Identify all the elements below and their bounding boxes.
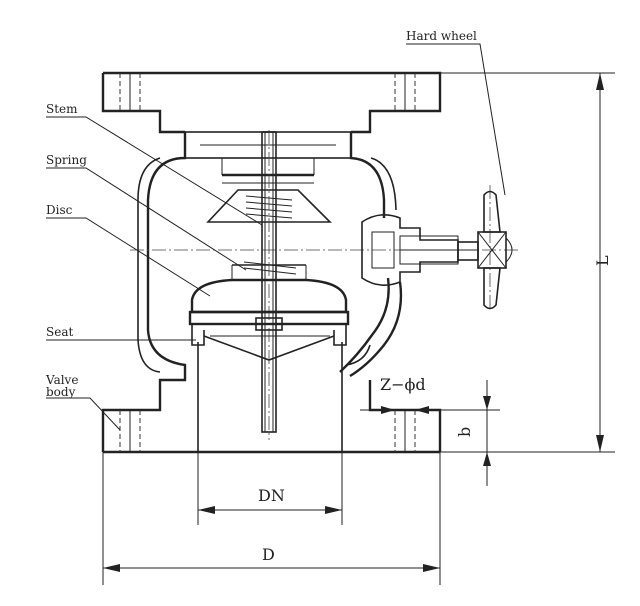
dim-label-flange-diameter: D xyxy=(262,545,275,564)
label-valve-body-1: Valve xyxy=(45,373,78,387)
label-hand-wheel: Hard wheel xyxy=(406,29,477,43)
stem xyxy=(255,131,283,433)
spring xyxy=(243,195,297,275)
handwheel xyxy=(477,190,513,310)
label-valve-body-2: body xyxy=(46,385,76,399)
bonnet xyxy=(184,131,352,223)
label-disc: Disc xyxy=(46,203,73,217)
label-spring: Spring xyxy=(46,153,87,167)
pilot-assembly xyxy=(339,214,479,378)
top-flange xyxy=(101,71,615,134)
dim-label-nominal-diameter: DN xyxy=(258,486,285,505)
dimension-length xyxy=(596,73,604,452)
label-stem: Stem xyxy=(46,102,78,116)
centerlines xyxy=(130,130,520,440)
leader-lines xyxy=(46,43,506,431)
dim-label-length: L xyxy=(593,255,612,266)
dim-label-flange-thickness: b xyxy=(455,427,474,437)
label-seat: Seat xyxy=(46,325,73,339)
dim-label-bolt-holes: Z−ϕd xyxy=(380,375,426,394)
valve-body xyxy=(101,132,615,454)
dimension-bolt-holes xyxy=(360,406,452,414)
dimension-nominal-diameter xyxy=(197,452,343,525)
dimension-flange-diameter xyxy=(102,452,441,585)
seat xyxy=(188,310,350,361)
